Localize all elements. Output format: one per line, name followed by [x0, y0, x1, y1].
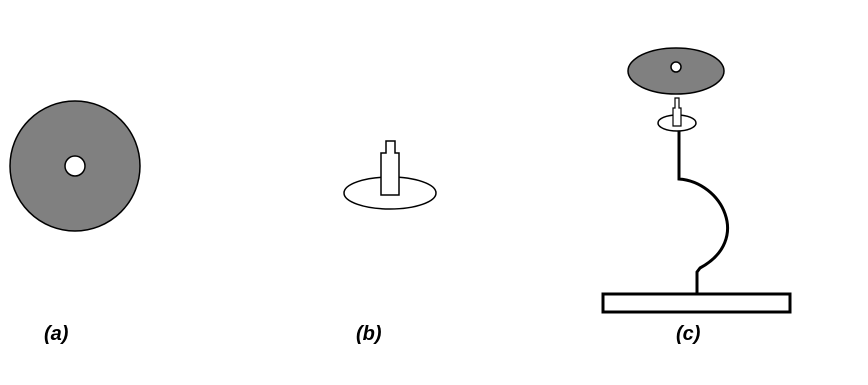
panel-c-assembly — [601, 47, 792, 314]
support-wire — [677, 131, 730, 293]
panel-a-disc-top-view — [9, 100, 141, 232]
mount-post — [380, 140, 400, 196]
base-plate — [601, 292, 792, 314]
panel-label-b: (b) — [356, 323, 382, 345]
panel-label-c: (c) — [676, 323, 701, 345]
panel-b-mount-base — [343, 140, 437, 210]
panel-label-a: (a) — [44, 323, 69, 345]
tilted-disc-hole — [670, 61, 682, 73]
small-post — [672, 97, 682, 127]
disc-center-hole — [64, 155, 86, 177]
